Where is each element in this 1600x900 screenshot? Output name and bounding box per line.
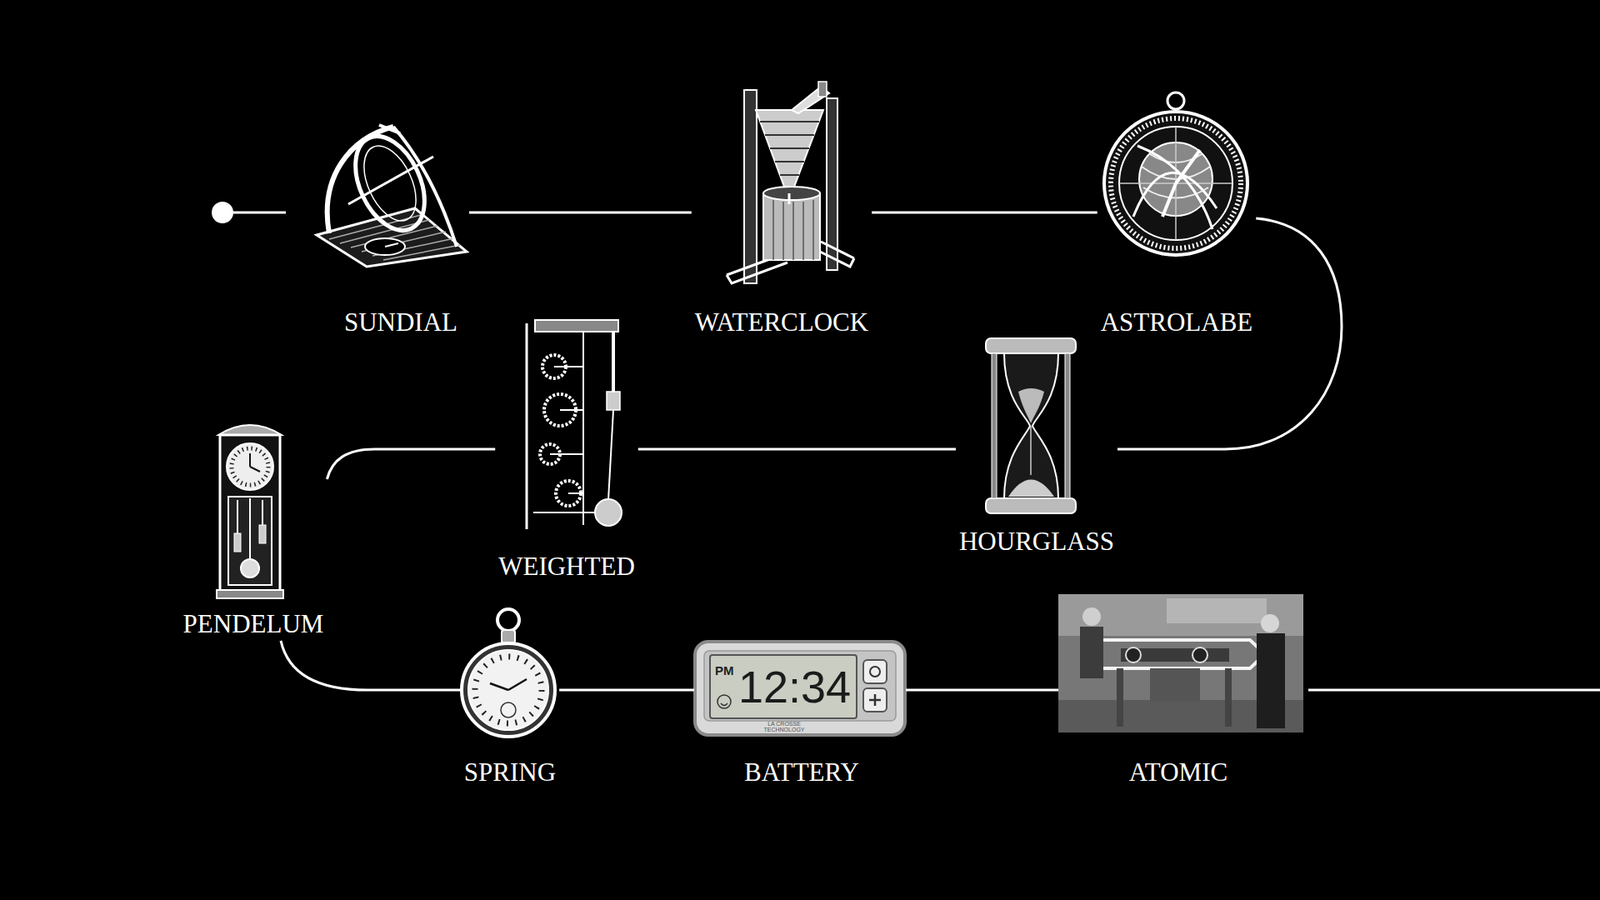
item-label: ASTROLABE (1100, 307, 1254, 338)
pocket-watch-drawing (461, 609, 555, 737)
timeline-item: ATOMIC (1058, 594, 1304, 790)
digital-clock-drawing (695, 641, 905, 735)
brand-mark: LA CROSSE TECHNOLOGY (762, 720, 806, 734)
timeline-item: WATERCLOCK (691, 81, 872, 340)
timeline-item: PENDELUM (180, 418, 328, 641)
timeline-item: SUNDIAL (305, 122, 470, 340)
timeline-line (1308, 689, 1600, 692)
item-label: WEIGHTED (498, 551, 635, 582)
timeline-connector (905, 689, 1059, 692)
astrolabe-drawing (1104, 92, 1248, 255)
atomic-clock-photo (1058, 594, 1304, 733)
weighted-clock-drawing (526, 320, 622, 530)
display-indicator: PM (715, 664, 735, 678)
timeline-item: WEIGHTED (495, 316, 639, 584)
timeline-item: SPRING (460, 606, 560, 790)
item-label: SUNDIAL (344, 307, 458, 338)
timeline-connector (871, 211, 1098, 215)
timeline-connector (469, 211, 692, 215)
pendulum-clock-drawing (216, 425, 284, 599)
item-label: PENDELUM (183, 609, 325, 640)
item-label: SPRING (464, 757, 556, 788)
timeline-connector (280, 640, 461, 690)
timeline-item: ASTROLABE (1097, 91, 1257, 340)
timeline-connector (326, 449, 495, 480)
item-label: WATERCLOCK (695, 307, 869, 338)
hourglass-drawing (985, 338, 1076, 514)
timeline-connector (559, 689, 695, 692)
timeline-connector (638, 448, 956, 451)
item-label: HOURGLASS (959, 526, 1115, 557)
timeline-item: HOURGLASS (955, 336, 1118, 559)
sundial-drawing (316, 125, 467, 267)
item-label: BATTERY (744, 757, 860, 788)
waterclock-drawing (726, 81, 855, 284)
display-time: 12:34 (738, 663, 851, 711)
item-label: ATOMIC (1129, 757, 1228, 788)
timeline-line (222, 211, 286, 215)
